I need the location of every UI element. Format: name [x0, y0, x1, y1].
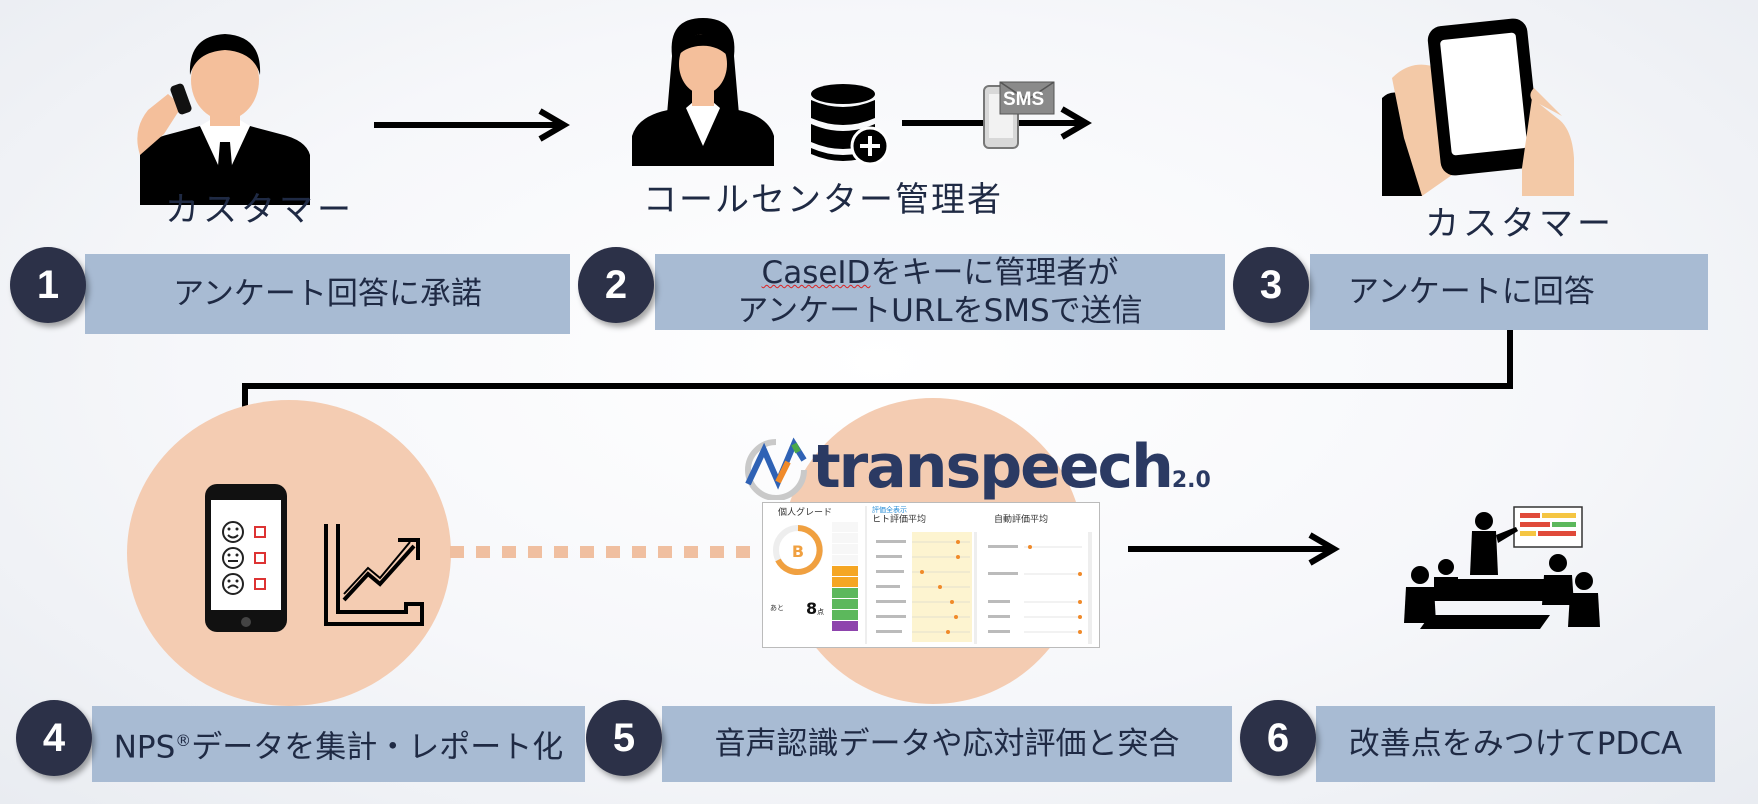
step-5-text: 音声認識データや応対評価と突合: [714, 726, 1180, 762]
step-4-nps: NPS: [113, 729, 176, 766]
next-unit: 点: [817, 608, 824, 616]
case-id-text: CaseID: [761, 255, 871, 291]
sms-label: SMS: [1003, 89, 1045, 110]
auto-eval-title: 自動評価平均: [994, 513, 1048, 525]
step-1-text: アンケート回答に承諾: [173, 276, 482, 312]
transpeech-logo-icon: [745, 437, 807, 500]
step-1-box: アンケート回答に承諾: [85, 254, 570, 334]
logo-version: 2.0: [1171, 468, 1211, 493]
step-2-box: CaseIDをキーに管理者が アンケートURLをSMSで送信: [655, 254, 1225, 330]
hand-smartphone-icon: [1382, 18, 1574, 196]
survey-phone-icon: [205, 484, 287, 632]
step-2-line1-suffix: をキーに管理者が: [870, 255, 1119, 291]
logo-name: transpeech: [812, 432, 1174, 502]
dotted-connector: [450, 546, 760, 558]
database-add-icon: [811, 84, 890, 166]
step-3-box: アンケートに回答: [1310, 254, 1708, 330]
meeting-presentation-icon: [1404, 506, 1600, 629]
eval-link[interactable]: 評価全表示: [872, 505, 907, 514]
next-label: あと: [770, 604, 784, 612]
grade-title: 個人グレード: [778, 506, 832, 518]
step-4-circle: [127, 400, 451, 706]
customer-label-3: カスタマー: [1425, 204, 1615, 244]
grade-letter: B: [792, 542, 804, 561]
next-value: 8: [806, 599, 817, 618]
step-2-line1: CaseIDをキーに管理者が: [762, 254, 1119, 292]
manager-woman-icon: [632, 18, 774, 166]
step-2-badge: 2: [578, 247, 654, 323]
dashboard-screenshot: 個人グレード B あと 8 点 評価全表示 ヒト評価平均 自動評価平均: [762, 502, 1100, 648]
step-4-box: NPS®データを集計・レポート化: [92, 706, 585, 782]
step-3-badge: 3: [1233, 247, 1309, 323]
step-4-reg-mark: ®: [175, 730, 192, 750]
arrow-right-icon-2: [1128, 532, 1340, 566]
step-2-line2: アンケートURLをSMSで送信: [737, 293, 1143, 329]
customer-phone-icon: [137, 34, 310, 205]
step-6-box: 改善点をみつけてPDCA: [1316, 706, 1715, 782]
manager-label: コールセンター管理者: [643, 180, 1003, 220]
step-3-text: アンケートに回答: [1348, 274, 1595, 310]
transpeech-logo: transpeech2.0: [812, 432, 1211, 502]
step-4-rest: データを集計・レポート化: [191, 729, 564, 766]
step-4-text: NPS®データを集計・レポート化: [114, 722, 564, 766]
step-5-badge: 5: [586, 700, 662, 776]
step-6-text: 改善点をみつけてPDCA: [1348, 726, 1683, 762]
step-5-box: 音声認識データや応対評価と突合: [662, 706, 1232, 782]
arrow-right-icon: [374, 108, 570, 142]
step-4-badge: 4: [16, 700, 92, 776]
growth-chart-icon: [324, 524, 424, 626]
human-eval-title: ヒト評価平均: [872, 513, 926, 525]
customer-label-1: カスタマー: [165, 190, 355, 230]
sms-arrow-icon: [902, 81, 1092, 149]
step-6-badge: 6: [1240, 700, 1316, 776]
step-1-badge: 1: [10, 247, 86, 323]
grade-scale: [832, 522, 858, 631]
